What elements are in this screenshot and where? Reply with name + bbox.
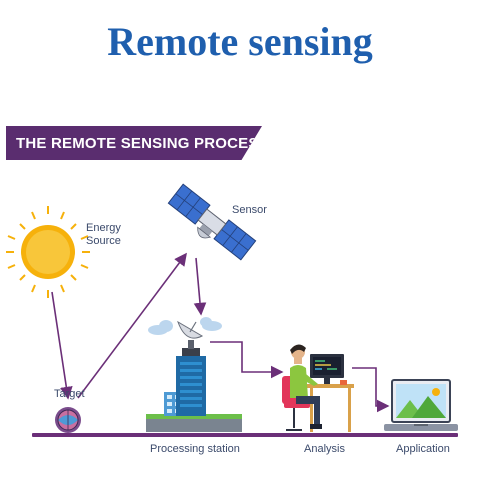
sensor-label: Sensor (232, 204, 267, 216)
processing-station-label: Processing station (150, 443, 240, 455)
arrow-sun-to-target (51, 291, 73, 400)
application-label: Application (396, 443, 450, 455)
cloud-icon-left (148, 320, 173, 335)
satellite-icon (167, 183, 257, 261)
arrow-target-to-sensor (77, 252, 187, 399)
sun-icon (6, 206, 90, 298)
page-title: Remote sensing (107, 19, 373, 64)
arrow-station-to-analysis (210, 341, 284, 379)
energy-source-label: Energy Source (86, 222, 121, 248)
analyst-at-desk-icon (282, 344, 354, 432)
laptop-icon (384, 379, 458, 431)
arrow-sensor-to-station (193, 257, 207, 316)
process-banner: THE REMOTE SENSING PROCESS (6, 126, 262, 160)
processing-station-icon (146, 320, 242, 432)
target-label: Target (54, 388, 85, 400)
target-globe-icon (55, 407, 81, 433)
banner-text: THE REMOTE SENSING PROCESS (16, 135, 269, 152)
cloud-icon-right (200, 317, 222, 331)
analysis-label: Analysis (304, 443, 345, 455)
energy-source-label-line2: Source (86, 235, 121, 247)
arrow-analysis-to-application (352, 367, 390, 413)
energy-source-label-line1: Energy (86, 222, 121, 234)
ground-line (32, 433, 458, 437)
